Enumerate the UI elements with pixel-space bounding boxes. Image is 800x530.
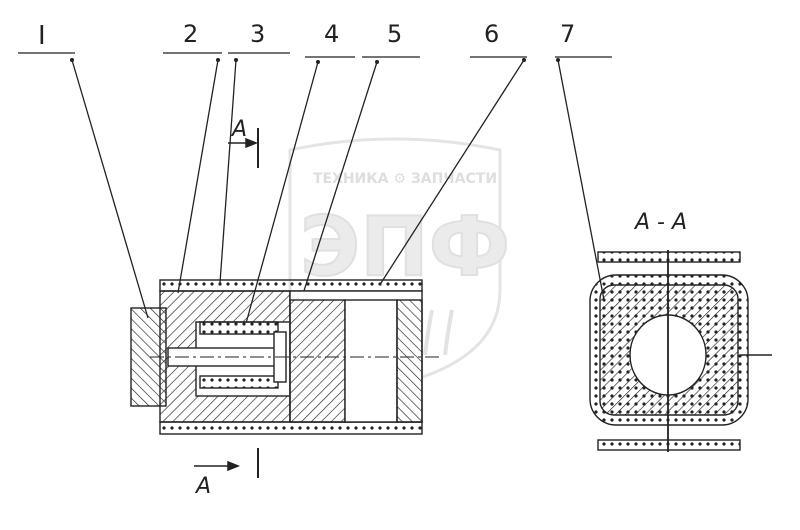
chamber-plate — [344, 299, 398, 423]
callout-label-7: 7 — [560, 20, 575, 48]
watermark-logo: ТЕХНИКА ⚙ ЗАПЧАСТИ ЭПФ — [288, 137, 511, 387]
section-label-top: А — [230, 117, 247, 142]
main-assembly — [130, 279, 440, 435]
section-shell-top — [597, 251, 741, 263]
callout-label-5: 5 — [387, 20, 402, 48]
callout-dots — [70, 58, 560, 64]
watermark-top-text: ТЕХНИКА ⚙ ЗАПЧАСТИ — [313, 171, 497, 187]
section-shell-bottom — [597, 439, 741, 451]
end-block — [396, 299, 423, 423]
callout-label-1: I — [38, 21, 46, 51]
callout-label-6: 6 — [484, 20, 499, 48]
shell-bottom — [159, 421, 423, 435]
end-cap — [130, 307, 167, 407]
section-cut-bottom — [194, 448, 259, 478]
spring-lower — [199, 375, 279, 389]
callout-label-2: 2 — [183, 20, 198, 48]
section-label-bottom: А — [194, 474, 211, 499]
section-view — [589, 250, 772, 452]
chamber-wall-left — [289, 299, 346, 423]
callout-label-4: 4 — [324, 20, 339, 48]
spring-upper — [199, 321, 279, 335]
section-view-title: А - А — [633, 210, 687, 235]
callout-label-3: 3 — [250, 20, 265, 48]
section-cut-top — [228, 128, 259, 168]
shell-top — [159, 279, 423, 292]
callout-layer — [18, 52, 612, 328]
